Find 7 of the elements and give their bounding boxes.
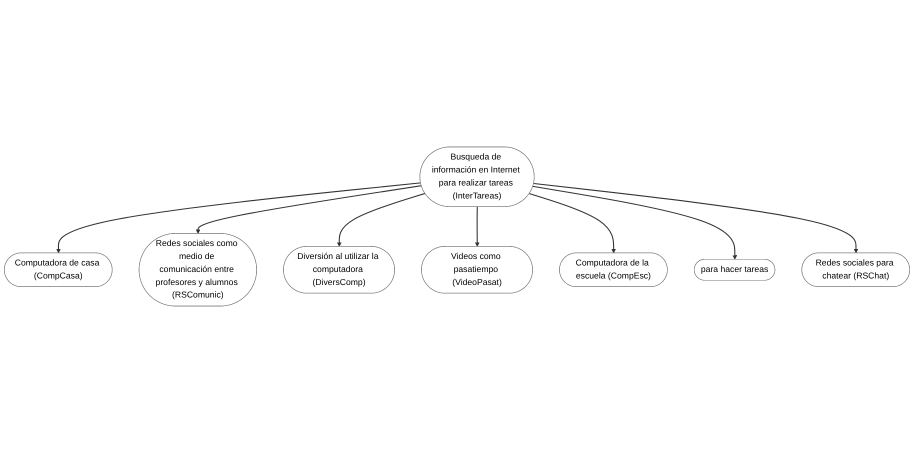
arrow (529, 193, 616, 254)
arrow (336, 192, 426, 247)
arrow (474, 206, 480, 247)
arrow (196, 185, 422, 234)
arrow (56, 182, 421, 254)
arrow (532, 186, 738, 260)
arrow (534, 182, 858, 254)
